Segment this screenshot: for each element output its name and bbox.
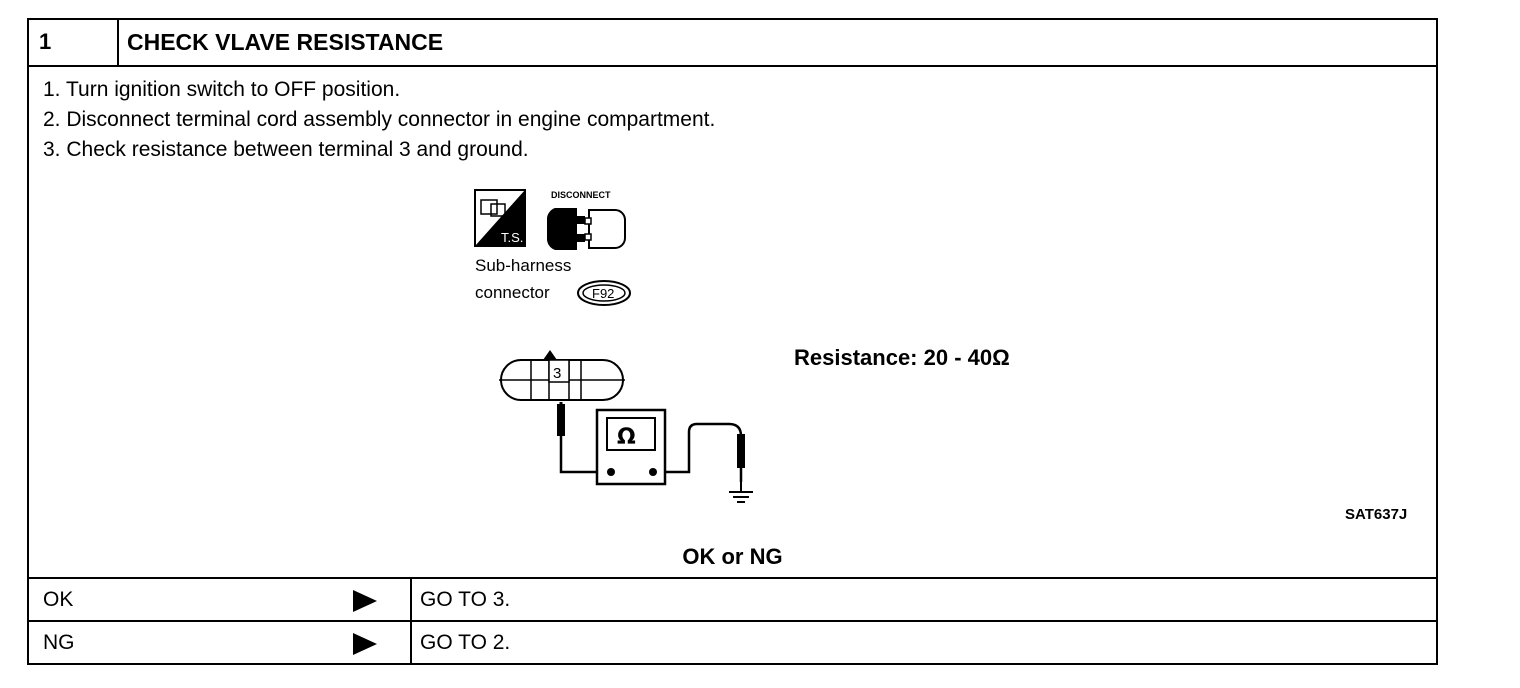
result-key: OK xyxy=(43,588,74,611)
instruction-item: 1. Turn ignition switch to OFF position. xyxy=(43,78,401,101)
wiring-diagram: T.S. DISCONNECT Sub-harness connector F9… xyxy=(474,189,753,503)
column-divider xyxy=(410,622,412,663)
instruction-list: 1. Turn ignition switch to OFF position.… xyxy=(43,75,715,165)
step-title: CHECK VLAVE RESISTANCE xyxy=(127,29,444,55)
ts-label: T.S. xyxy=(501,230,523,245)
ohmmeter: Ω xyxy=(595,408,667,486)
result-key: NG xyxy=(43,631,75,654)
ohmmeter-probes xyxy=(557,402,753,503)
resistance-spec: Resistance: 20 - 40Ω xyxy=(794,345,1010,370)
terminal-number: 3 xyxy=(553,365,561,382)
result-row-ng: NG GO TO 2. xyxy=(29,620,1436,663)
connector-code-badge: F92 xyxy=(577,280,631,306)
result-action: GO TO 3. xyxy=(420,588,511,611)
instruction-item: 2. Disconnect terminal cord assembly con… xyxy=(43,108,716,131)
connector-label-line2: connector xyxy=(475,283,550,302)
arrow-right-icon xyxy=(353,633,377,655)
disconnect-icon: DISCONNECT xyxy=(547,190,626,250)
disconnect-label: DISCONNECT xyxy=(551,190,611,200)
check-table: 1 CHECK VLAVE RESISTANCE 1. Turn ignitio… xyxy=(27,18,1438,665)
step-number: 1 xyxy=(29,20,119,65)
result-action: GO TO 2. xyxy=(420,631,511,654)
connector-code: F92 xyxy=(592,286,614,301)
connector-label-line1: Sub-harness xyxy=(475,256,571,275)
column-divider xyxy=(410,579,412,620)
arrow-right-icon xyxy=(353,590,377,612)
instruction-item: 3. Check resistance between terminal 3 a… xyxy=(43,138,529,161)
ohm-symbol: Ω xyxy=(617,425,636,450)
figure-reference: SAT637J xyxy=(1345,506,1408,523)
result-row-ok: OK GO TO 3. xyxy=(29,577,1436,620)
ts-icon: T.S. xyxy=(474,189,526,247)
result-prompt: OK or NG xyxy=(682,544,783,569)
harness-connector: 3 xyxy=(499,350,625,401)
step-header: 1 CHECK VLAVE RESISTANCE xyxy=(29,20,1436,67)
